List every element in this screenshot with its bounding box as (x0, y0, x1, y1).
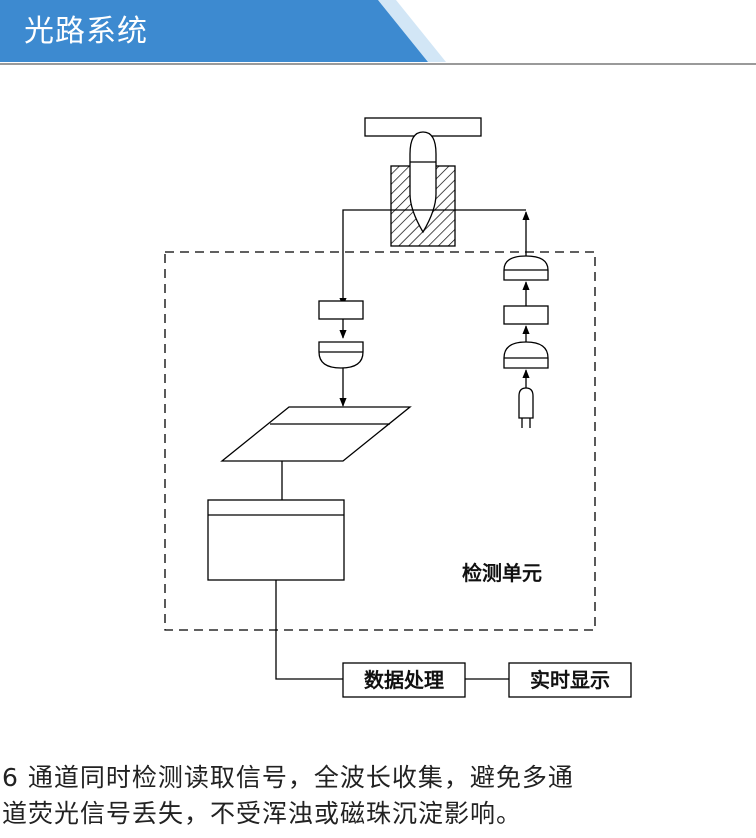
caption-line-1: 6 通道同时检测读取信号，全波长收集，避免多通 (2, 763, 574, 792)
filter-left (318, 300, 364, 320)
display-box (508, 662, 632, 698)
page-title: 光路系统 (24, 14, 148, 49)
fiber-path-left (339, 209, 391, 307)
detection-unit-region (164, 251, 596, 631)
banner-fill (0, 0, 428, 62)
diagram-drawing (164, 117, 632, 698)
filter-right (503, 305, 549, 325)
grating-plate (220, 406, 412, 462)
display-box-label: 实时显示 (530, 668, 610, 692)
caption: 6 通道同时检测读取信号，全波长收集，避免多通 道荧光信号丢失，不受浑浊或磁珠沉… (2, 760, 756, 832)
detector-array (207, 499, 345, 581)
lens-right-lower (503, 341, 549, 369)
optical-path-diagram: 检测单元 数据处理 实时显示 (0, 70, 756, 730)
processing-box (342, 662, 466, 698)
header-banner: 光路系统 (0, 0, 756, 70)
detector-to-processing-line (275, 580, 343, 680)
caption-line-2: 道荧光信号丢失，不受浑浊或磁珠沉淀影响。 (2, 799, 523, 828)
detection-unit-label: 检测单元 (462, 561, 542, 585)
header-banner-shape (0, 0, 756, 65)
lens-left (318, 341, 364, 369)
banner-sheen (378, 0, 446, 62)
light-source-lamp (518, 387, 534, 428)
capillary-flow-cell (390, 131, 456, 247)
lens-right-upper (503, 255, 549, 281)
processing-box-label: 数据处理 (364, 668, 444, 692)
